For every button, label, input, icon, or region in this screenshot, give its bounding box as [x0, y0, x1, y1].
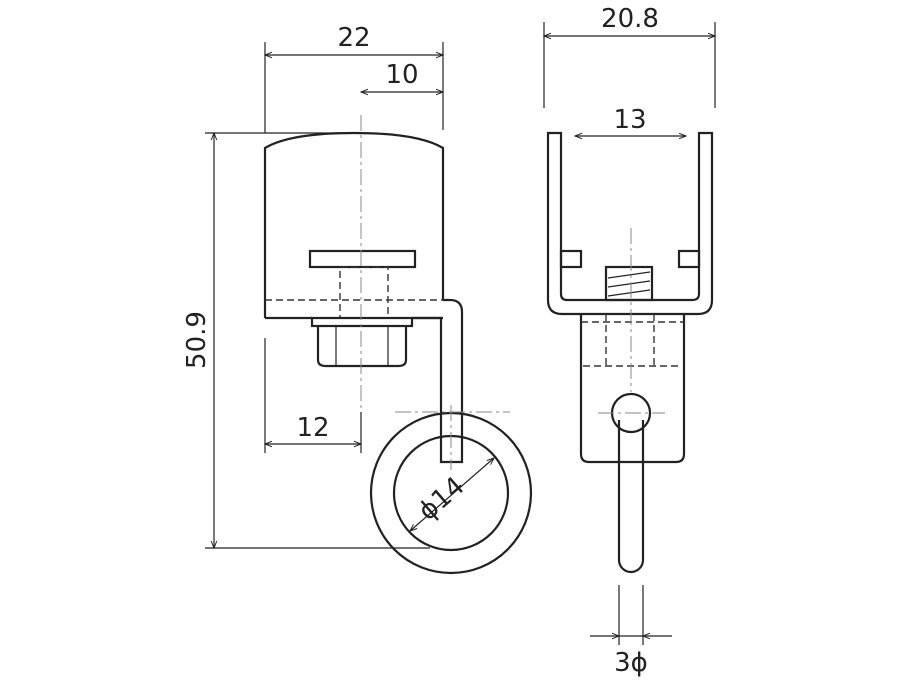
dim-line-ring [410, 458, 494, 531]
dim-label-22: 22 [337, 23, 370, 53]
dim-label-50-9: 50.9 [182, 311, 212, 369]
bracket-notch-right [677, 249, 701, 269]
lower-body [579, 314, 686, 464]
dim-label-12: 12 [296, 413, 329, 443]
housing-outline [263, 131, 445, 318]
front-view [263, 115, 533, 575]
front-dimensions: 22 10 50.9 12 ϕ14 [182, 23, 494, 548]
nut-washer [310, 316, 414, 328]
screw-shank-hidden [339, 266, 389, 319]
side-view [546, 131, 714, 574]
nut-body [316, 326, 408, 368]
dim-label-10: 10 [385, 60, 418, 90]
thread-line-3 [607, 289, 651, 297]
side-dimensions: 20.8 13 3ϕ [544, 4, 715, 678]
u-bracket-outline [546, 131, 714, 316]
dim-label-13: 13 [613, 105, 646, 135]
thread-line-1 [607, 271, 651, 279]
clamp-bar [308, 249, 417, 269]
thread-line-2 [607, 280, 651, 288]
dim-label-ring: ϕ14 [413, 471, 471, 527]
dim-label-20-8: 20.8 [601, 4, 659, 34]
dim-label-wire: 3ϕ [614, 648, 648, 678]
bracket-notch-left [559, 249, 583, 269]
threaded-screw [604, 265, 654, 302]
wire-rod [617, 420, 645, 574]
